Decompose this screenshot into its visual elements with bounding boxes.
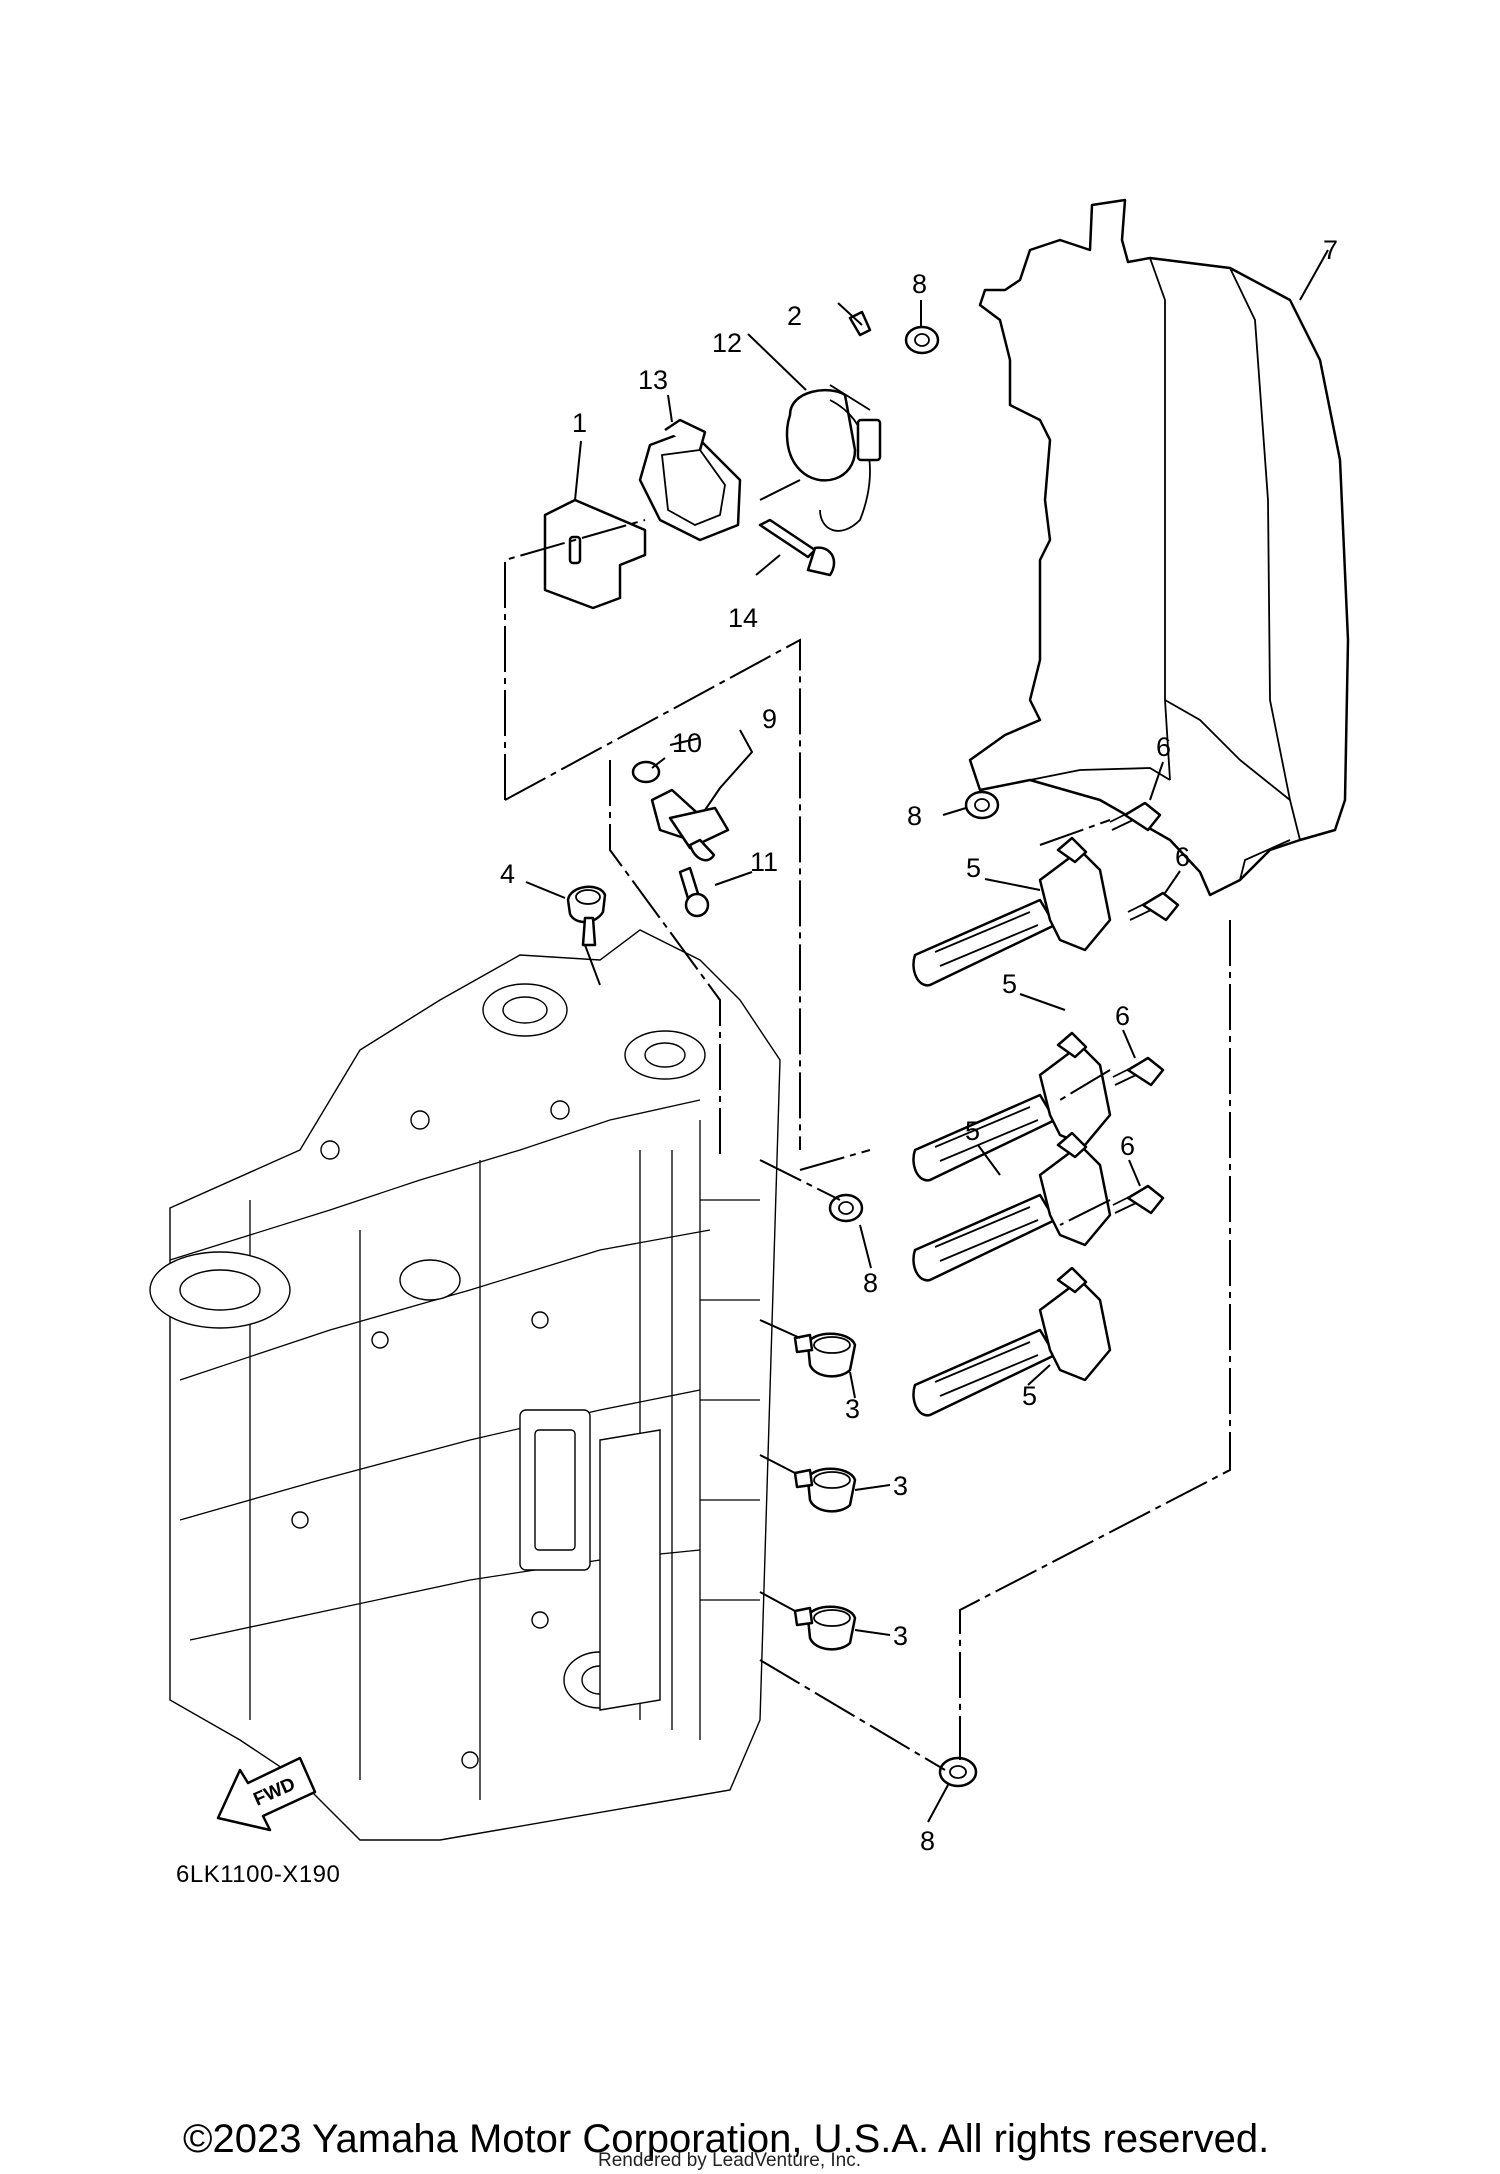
sensor-9 <box>631 760 730 918</box>
callout-9: 9 <box>762 704 777 734</box>
copyright-notice: ©2023 Yamaha Motor Corporation, U.S.A. A… <box>183 2117 1270 2161</box>
ignition-coil-3 <box>912 1131 1112 1282</box>
clip-3a <box>793 1332 857 1378</box>
assembly-lines <box>504 479 1231 1771</box>
callout-14: 14 <box>728 603 758 633</box>
diagram-code: 6LK1100-X190 <box>176 1861 341 1888</box>
callout-6d: 6 <box>1120 1131 1135 1161</box>
ignition-coil-1 <box>912 836 1112 987</box>
ignition-cover <box>968 198 1350 897</box>
callout-5d: 5 <box>1022 1381 1037 1411</box>
callout-3a: 3 <box>845 1394 860 1424</box>
grommet-8a <box>904 325 940 355</box>
bracket-plate <box>543 498 647 610</box>
ignition-coil-2 <box>912 1031 1112 1182</box>
callouts: 1 2 3 3 3 4 5 5 5 5 6 6 6 6 7 8 8 8 8 9 … <box>500 235 1338 1856</box>
callout-6a: 6 <box>1156 732 1171 762</box>
callout-6c: 6 <box>1115 1001 1130 1031</box>
callout-5a: 5 <box>966 853 981 883</box>
callout-11: 11 <box>750 847 778 877</box>
fwd-arrow: FWD <box>216 1756 317 1832</box>
clip-3c <box>793 1605 857 1651</box>
callout-1: 1 <box>572 408 587 438</box>
callout-4: 4 <box>500 859 515 889</box>
sensor-12 <box>785 384 882 532</box>
callout-8d: 8 <box>920 1826 935 1856</box>
bolt-6a <box>1109 801 1162 832</box>
bolt-6d <box>1112 1184 1165 1215</box>
grommet-8d <box>938 1756 978 1788</box>
module-bracket <box>638 418 742 542</box>
callout-5c: 5 <box>965 1116 980 1146</box>
callout-10: 10 <box>672 728 702 758</box>
screw-2 <box>837 302 872 337</box>
bolt-6c <box>1112 1056 1165 1087</box>
leader-lines <box>525 249 1329 1823</box>
callout-13: 13 <box>638 365 668 395</box>
callout-8c: 8 <box>863 1268 878 1298</box>
callout-2: 2 <box>787 301 802 331</box>
callout-3c: 3 <box>893 1621 908 1651</box>
clamp-4 <box>566 885 607 947</box>
bolt-6b <box>1127 891 1180 922</box>
rendered-by-credit: Rendered by LeadVenture, Inc. <box>598 2150 862 2171</box>
grommet-8b <box>964 790 1000 820</box>
grommet-8c <box>828 1193 864 1223</box>
callout-12: 12 <box>712 328 742 358</box>
pin-14 <box>758 518 836 577</box>
callout-8a: 8 <box>912 269 927 299</box>
callout-5b: 5 <box>1002 969 1017 999</box>
callout-7: 7 <box>1323 235 1338 265</box>
ignition-coil-4 <box>912 1266 1112 1417</box>
callout-6b: 6 <box>1175 842 1190 872</box>
callout-8b: 8 <box>907 801 922 831</box>
callout-3b: 3 <box>893 1471 908 1501</box>
clip-3b <box>793 1467 857 1513</box>
engine-block <box>149 929 781 1841</box>
